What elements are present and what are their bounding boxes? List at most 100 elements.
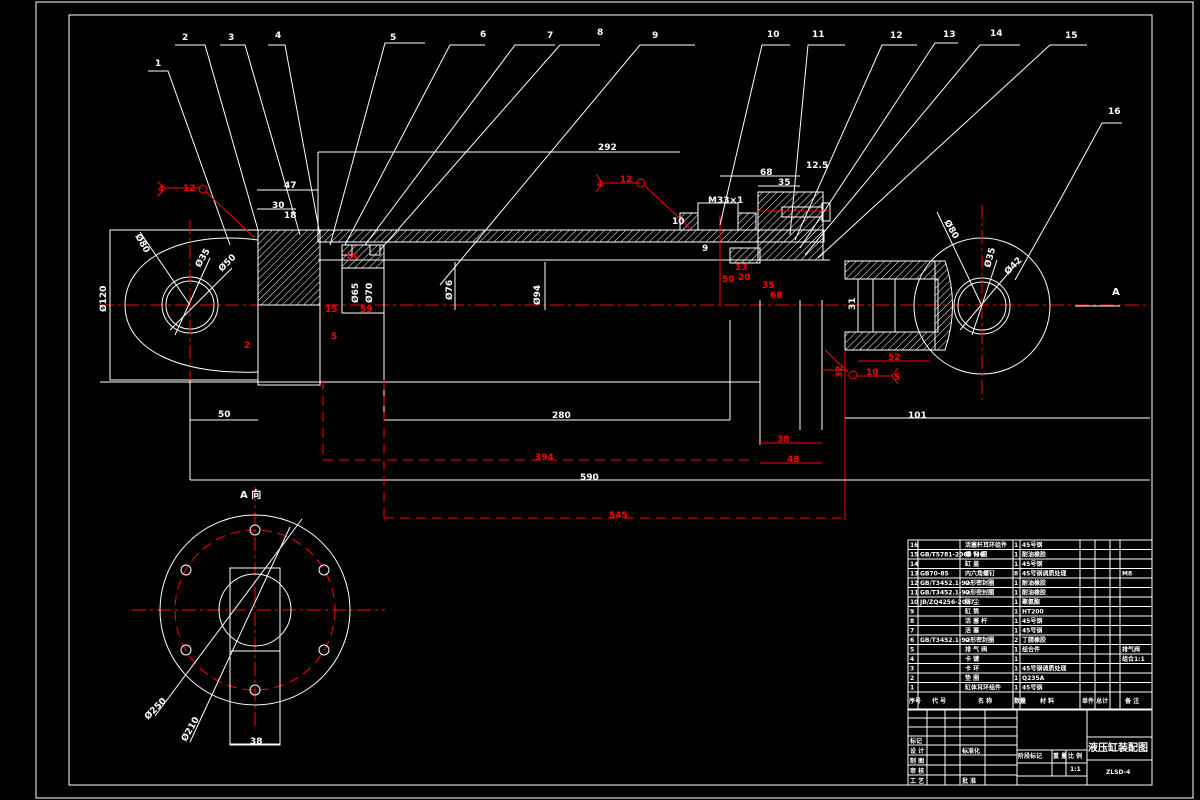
bom-cell-qty: 1 [1014, 618, 1018, 625]
dim-phi76: Ø76 [444, 280, 455, 300]
dim-50: 50 [722, 275, 735, 285]
a-view-label: A 向 [240, 488, 261, 501]
bom-cell-name: 垫 圈 [965, 674, 979, 682]
bom-cell-no: 13 [910, 571, 918, 578]
bom-cell-note: 组合1:1 [1122, 655, 1145, 663]
a-view [132, 487, 385, 746]
bom-cell-no: 16 [910, 542, 918, 549]
balloon-1: 1 [155, 59, 161, 69]
dim-phi94: Ø94 [532, 285, 543, 305]
bom-cell-code: GB/T3452.1-92 [920, 590, 970, 597]
weld-symbol-left [157, 181, 256, 239]
title-block-process: 工 艺 [910, 777, 924, 785]
bom-cell-name: O形密封圈 [965, 589, 994, 597]
end-cap-lower [257, 304, 321, 386]
bom-cell-qty: 8 [1014, 571, 1018, 578]
dim-68: 68 [760, 168, 773, 178]
bom-cell-no: 8 [910, 618, 914, 625]
dim-20: 20 [738, 273, 751, 283]
balloon-2: 2 [182, 33, 188, 43]
title-block-check: 审 核 [910, 767, 924, 775]
drawing-scale: 1:1 [1070, 766, 1081, 773]
bom-cell-qty: 1 [1014, 590, 1018, 597]
title-block-standard: 标准化 [961, 747, 980, 755]
bom-cell-material: 丁腈橡胶 [1022, 636, 1046, 644]
title-block-stage: 阶段标记 [1018, 752, 1042, 760]
balloon-14: 14 [990, 29, 1003, 39]
bom-cell-qty: 1 [1014, 542, 1018, 549]
dim-12-5: 12.5 [806, 161, 828, 171]
bom-cell-qty: 2 [1014, 637, 1018, 644]
bom-cell-material: 45号钢调质处理 [1022, 665, 1066, 673]
bom-cell-name: 活 塞 [965, 627, 980, 635]
dim-2: 2 [244, 341, 250, 351]
bom-header-cell: 序号 [908, 697, 921, 705]
bom-cell-code: GB70-85 [920, 571, 949, 578]
bom-cell-qty: 1 [1014, 675, 1018, 682]
bom-cell-code: JB/ZQ4256-2007 [919, 599, 974, 606]
outer-border [35, 1, 1194, 799]
dim-35: 35 [778, 178, 791, 188]
left-clevis-eye [109, 220, 259, 381]
bom-cell-no: 5 [910, 647, 914, 654]
bom-cell-qty: 1 [1014, 609, 1018, 616]
bom-cell-qty: 1 [1014, 685, 1018, 692]
dim-15: 15 [345, 253, 358, 263]
dim-phi35b: Ø35 [982, 246, 998, 268]
bom-cell-name: 卡 环 [965, 665, 979, 673]
bom-cell-no: 1 [910, 685, 914, 692]
bom-cell-material: 45号钢 [1022, 627, 1042, 635]
rod-end [844, 199, 1061, 400]
bom-cell-material: 聚氨酯 [1021, 598, 1040, 606]
bom-header-cell: 单件 总计 [1082, 697, 1108, 705]
dim-phi70: Ø70 [364, 283, 375, 303]
balloon-15: 15 [1065, 31, 1078, 41]
dim-32: 32 [835, 365, 845, 378]
title-block-drafting: 制 图 [910, 757, 924, 765]
balloon-8: 8 [597, 28, 603, 38]
bom-cell-no: 4 [910, 656, 914, 663]
title-block [907, 708, 1153, 786]
bom-cell-no: 6 [910, 637, 914, 644]
bom-cell-name: 内六角螺钉 [965, 570, 995, 578]
dim-68b: 68 [770, 291, 783, 301]
bom-header-cell: 备 注 [1124, 697, 1139, 705]
weld-right-size: 10 [866, 368, 879, 378]
balloon-3: 3 [228, 33, 234, 43]
weld-symbol-right [824, 349, 899, 385]
bom-cell-qty: 1 [1014, 561, 1018, 568]
weld-left-label: 4 [158, 185, 164, 195]
dim-phi120: Ø120 [98, 286, 109, 312]
balloon-6: 6 [480, 30, 486, 40]
bom-cell-qty: 1 [1014, 656, 1018, 663]
bom-cell-name: 活塞杆耳环组件 [965, 541, 1007, 549]
dim-47: 47 [284, 181, 297, 191]
balloon-leaders [148, 42, 1122, 286]
bom-cell-qty: 1 [1014, 666, 1018, 673]
dim-59: 59 [360, 305, 373, 315]
bom-cell-note: M8 [1122, 571, 1132, 578]
bom-header-cell: 代 号 [931, 697, 946, 705]
bom-cell-material: 45号钢 [1022, 541, 1042, 549]
bom-cell-material: Q235A [1022, 675, 1045, 682]
dim-10: 10 [672, 217, 685, 227]
drawing-title: 液压缸装配图 [1088, 741, 1148, 754]
dim-292: 292 [598, 143, 617, 153]
balloon-12: 12 [890, 31, 903, 41]
bom-header-cell: 名 称 [978, 697, 992, 705]
dim-50b: 50 [218, 410, 231, 420]
weld-mid-label: 4 [597, 180, 603, 190]
dim-5: 5 [331, 332, 337, 342]
weld-symbol-mid [595, 173, 691, 229]
bom-cell-no: 15 [910, 552, 918, 559]
balloon-9: 9 [652, 31, 658, 41]
bom-cell-name: 缸 筒 [965, 608, 979, 616]
bom-cell-qty: 1 [1014, 599, 1018, 606]
dim-phi50a: Ø50 [216, 252, 238, 274]
bom-cell-material: 45号钢 [1022, 560, 1042, 568]
dim-phi42: Ø42 [1002, 255, 1024, 277]
bom-cell-name: 排 气 阀 [965, 646, 987, 654]
balloon-11: 11 [812, 30, 825, 40]
dim-30: 30 [272, 201, 285, 211]
